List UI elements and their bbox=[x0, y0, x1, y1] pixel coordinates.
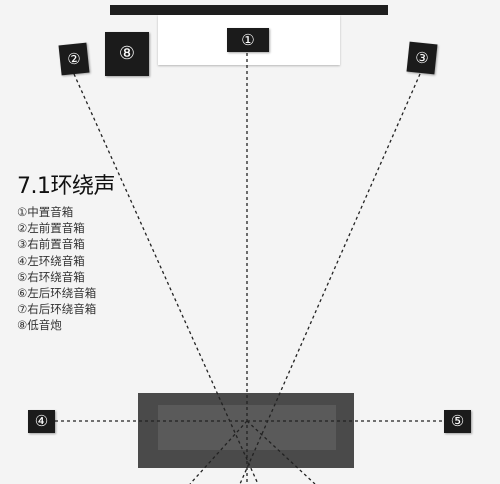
front-left-line bbox=[73, 73, 259, 484]
legend-item: ⑦右后环绕音箱 bbox=[17, 302, 97, 317]
surround-left-speaker: ④ bbox=[28, 410, 55, 433]
legend-item: ⑥左后环绕音箱 bbox=[17, 285, 97, 300]
legend-item: ①中置音箱 bbox=[17, 205, 74, 219]
legend-item: ⑧低音炮 bbox=[17, 318, 62, 333]
rear-right-line bbox=[246, 420, 316, 484]
center-speaker: ① bbox=[227, 28, 269, 52]
subwoofer-speaker: ⑧ bbox=[105, 32, 149, 76]
tv-screen bbox=[110, 5, 388, 15]
front-right-line bbox=[239, 73, 421, 484]
legend-title: 7.1环绕声 bbox=[17, 174, 116, 199]
legend-item: ②左前置音箱 bbox=[17, 221, 85, 236]
legend: 7.1环绕声 ①中置音箱 ②左前置音箱 ③右前置音箱 ④左环绕音箱 ⑤右环绕音箱… bbox=[17, 168, 116, 334]
legend-item: ③右前置音箱 bbox=[17, 237, 85, 252]
legend-item: ⑤右环绕音箱 bbox=[17, 269, 85, 284]
legend-item: ④左环绕音箱 bbox=[17, 253, 85, 268]
surround-right-speaker: ⑤ bbox=[444, 410, 471, 433]
front-left-speaker: ② bbox=[58, 42, 90, 76]
rear-left-line bbox=[189, 420, 248, 484]
front-right-speaker: ③ bbox=[406, 41, 438, 75]
